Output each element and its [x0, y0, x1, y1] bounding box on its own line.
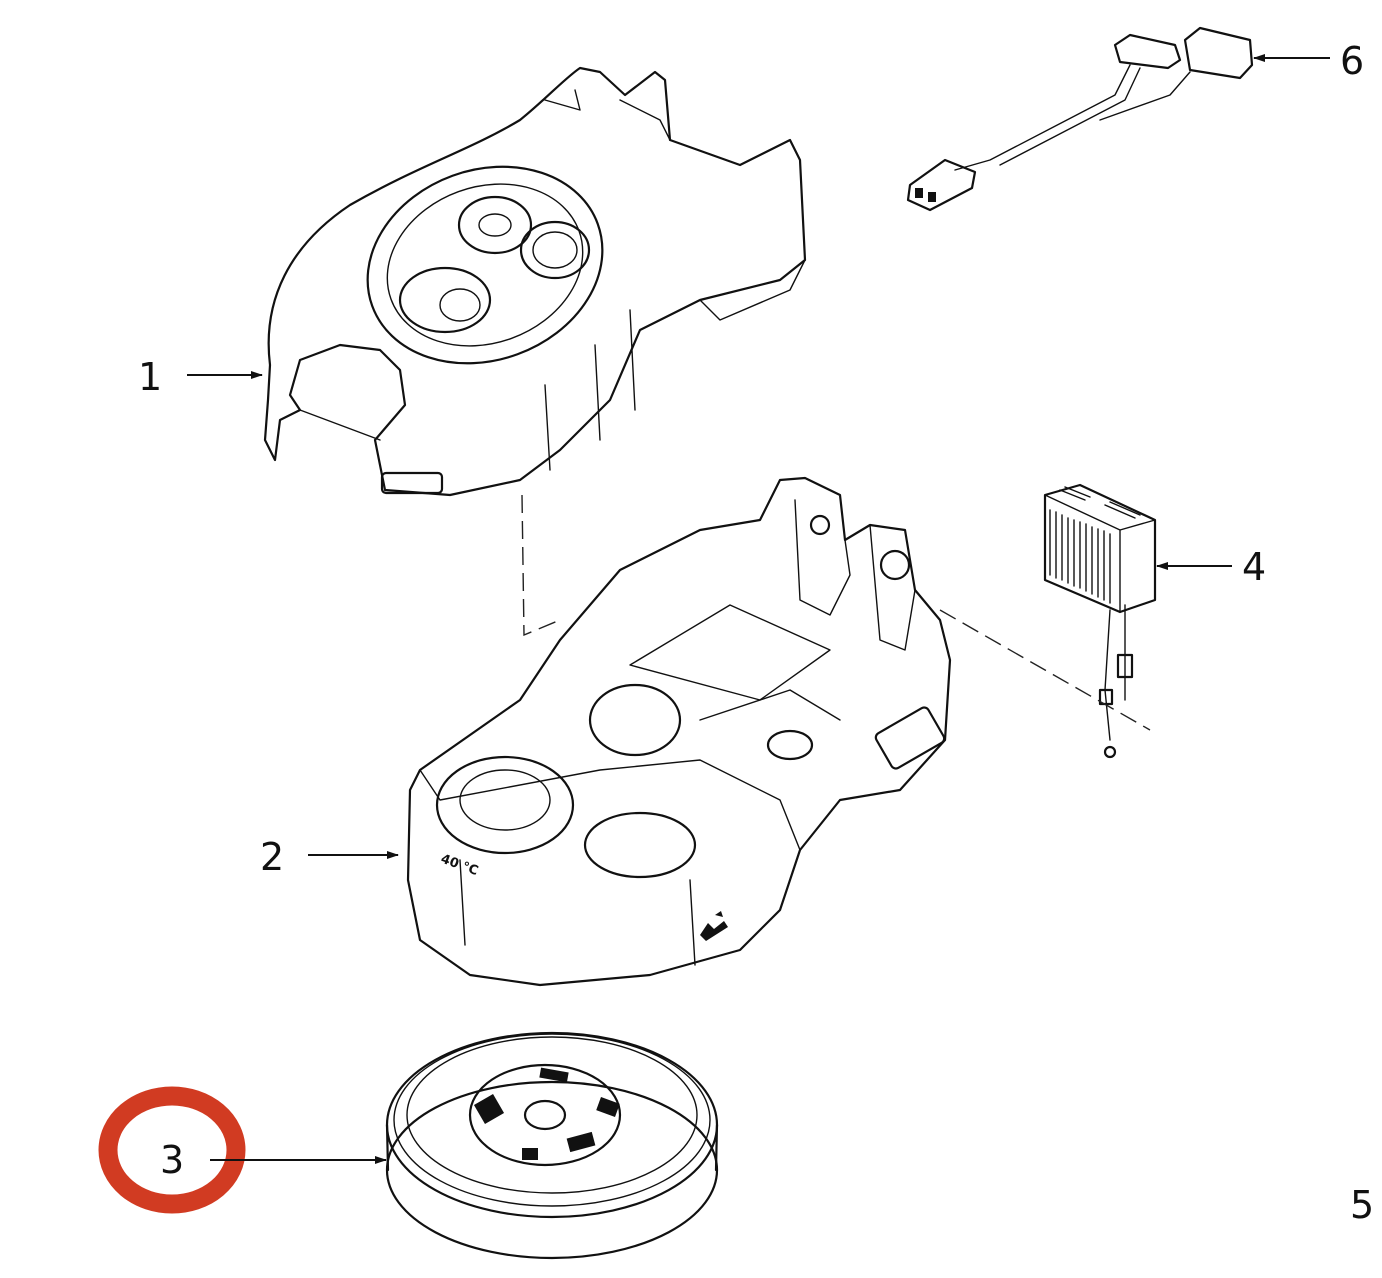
callout-label-3: 3 — [160, 1138, 184, 1182]
part-2-lower-base: 40 °C — [406, 476, 952, 987]
assembly-line-1-2 — [521, 494, 561, 637]
callout-2: 2 — [260, 835, 399, 879]
assembly-line-4 — [939, 609, 1151, 731]
temperature-mark: 40 °C — [439, 852, 480, 879]
callout-1: 1 — [138, 355, 263, 399]
callout-label-2: 2 — [260, 835, 284, 879]
highlight-circle — [98, 1086, 246, 1214]
callout-3: 3 — [98, 1086, 387, 1214]
callout-label-4: 4 — [1242, 545, 1266, 589]
callout-label-6: 6 — [1340, 39, 1364, 83]
page-number: 5 — [1350, 1183, 1374, 1227]
callout-label-1: 1 — [138, 355, 162, 399]
callout-6: 6 — [1253, 39, 1364, 83]
callout-4: 4 — [1156, 545, 1266, 589]
heatsink-fins — [1049, 486, 1141, 604]
pictogram-icon — [700, 911, 728, 941]
part-1-upper-cover — [263, 66, 807, 497]
part-4-module — [1043, 483, 1157, 759]
part-6-harness — [906, 26, 1254, 212]
part-3-round-plate — [385, 1031, 719, 1260]
